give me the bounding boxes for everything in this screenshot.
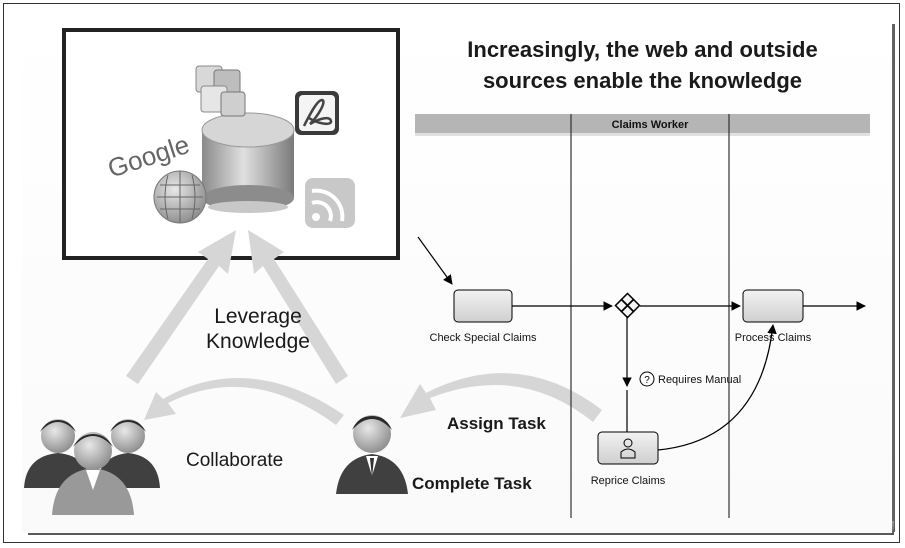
database-icon (201, 112, 295, 213)
task-reprice-claims-label: Reprice Claims (591, 475, 666, 487)
acrobat-icon (295, 91, 339, 135)
lane-header-claims-worker: Claims Worker (612, 119, 690, 131)
title-line-2: sources enable the knowledge (482, 68, 803, 93)
task-process-claims (742, 289, 804, 323)
team-member-right (96, 419, 160, 488)
question-condition-icon: ? (639, 371, 655, 387)
collaborate-label: Collaborate (186, 450, 284, 471)
svg-text:?: ? (644, 375, 650, 386)
leverage-arrows (126, 230, 348, 384)
leverage-line-2: Knowledge (206, 330, 310, 353)
rss-icon (305, 178, 355, 228)
user-task-icon (620, 438, 636, 459)
right-up-arrow (248, 230, 348, 384)
photo-collage-icon (195, 65, 246, 117)
leverage-line-1: Leverage (214, 305, 302, 328)
lane-header-bar (415, 114, 870, 133)
exclusive-gateway (614, 292, 641, 319)
process-diagram: Claims Worker Check Special Claims Proce… (415, 114, 870, 518)
leverage-knowledge-label: Leverage Knowledge (198, 304, 318, 354)
assign-task-arrow (400, 373, 602, 422)
complete-task-label: Complete Task (412, 474, 532, 493)
task-check-special-claims-label: Check Special Claims (430, 332, 537, 344)
assign-task-label: Assign Task (447, 414, 546, 433)
title-line-1: Increasingly, the web and outside (467, 37, 818, 62)
lane-header-underline (415, 133, 870, 136)
left-up-arrow (126, 230, 236, 384)
wikipedia-globe-icon (153, 170, 207, 224)
team-icon (24, 419, 160, 515)
collaborate-arrow (144, 377, 344, 425)
start-flow-arrow (417, 236, 453, 285)
team-member-front (52, 432, 134, 515)
flow-reprice-to-process (657, 324, 777, 451)
worker-icon (336, 415, 408, 494)
slide-title: Increasingly, the web and outside source… (415, 34, 870, 96)
task-reprice-claims (597, 431, 659, 465)
requires-manual-label: Requires Manual (658, 374, 741, 386)
task-check-special-claims (453, 289, 513, 323)
task-process-claims-label: Process Claims (735, 332, 812, 344)
